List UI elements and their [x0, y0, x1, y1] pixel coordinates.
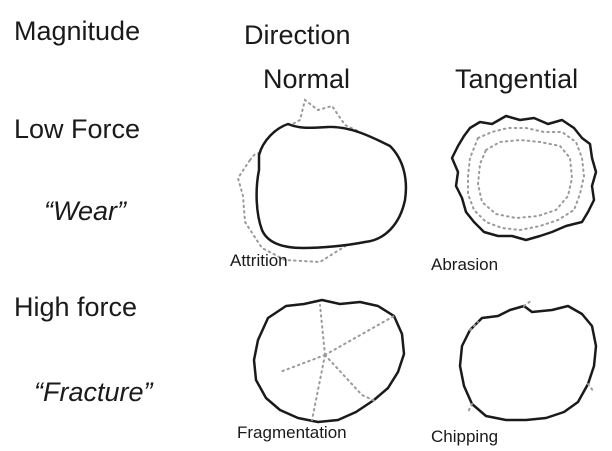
abrasion-caption: Abrasion — [431, 256, 498, 273]
abrasion-particle — [452, 116, 596, 240]
fragmentation-caption: Fragmentation — [237, 424, 347, 441]
chipping-caption: Chipping — [431, 428, 498, 445]
attrition-caption: Attrition — [230, 252, 288, 269]
chipping-particle — [460, 300, 596, 420]
fragmentation-particle — [254, 300, 404, 422]
attrition-particle — [238, 100, 406, 262]
